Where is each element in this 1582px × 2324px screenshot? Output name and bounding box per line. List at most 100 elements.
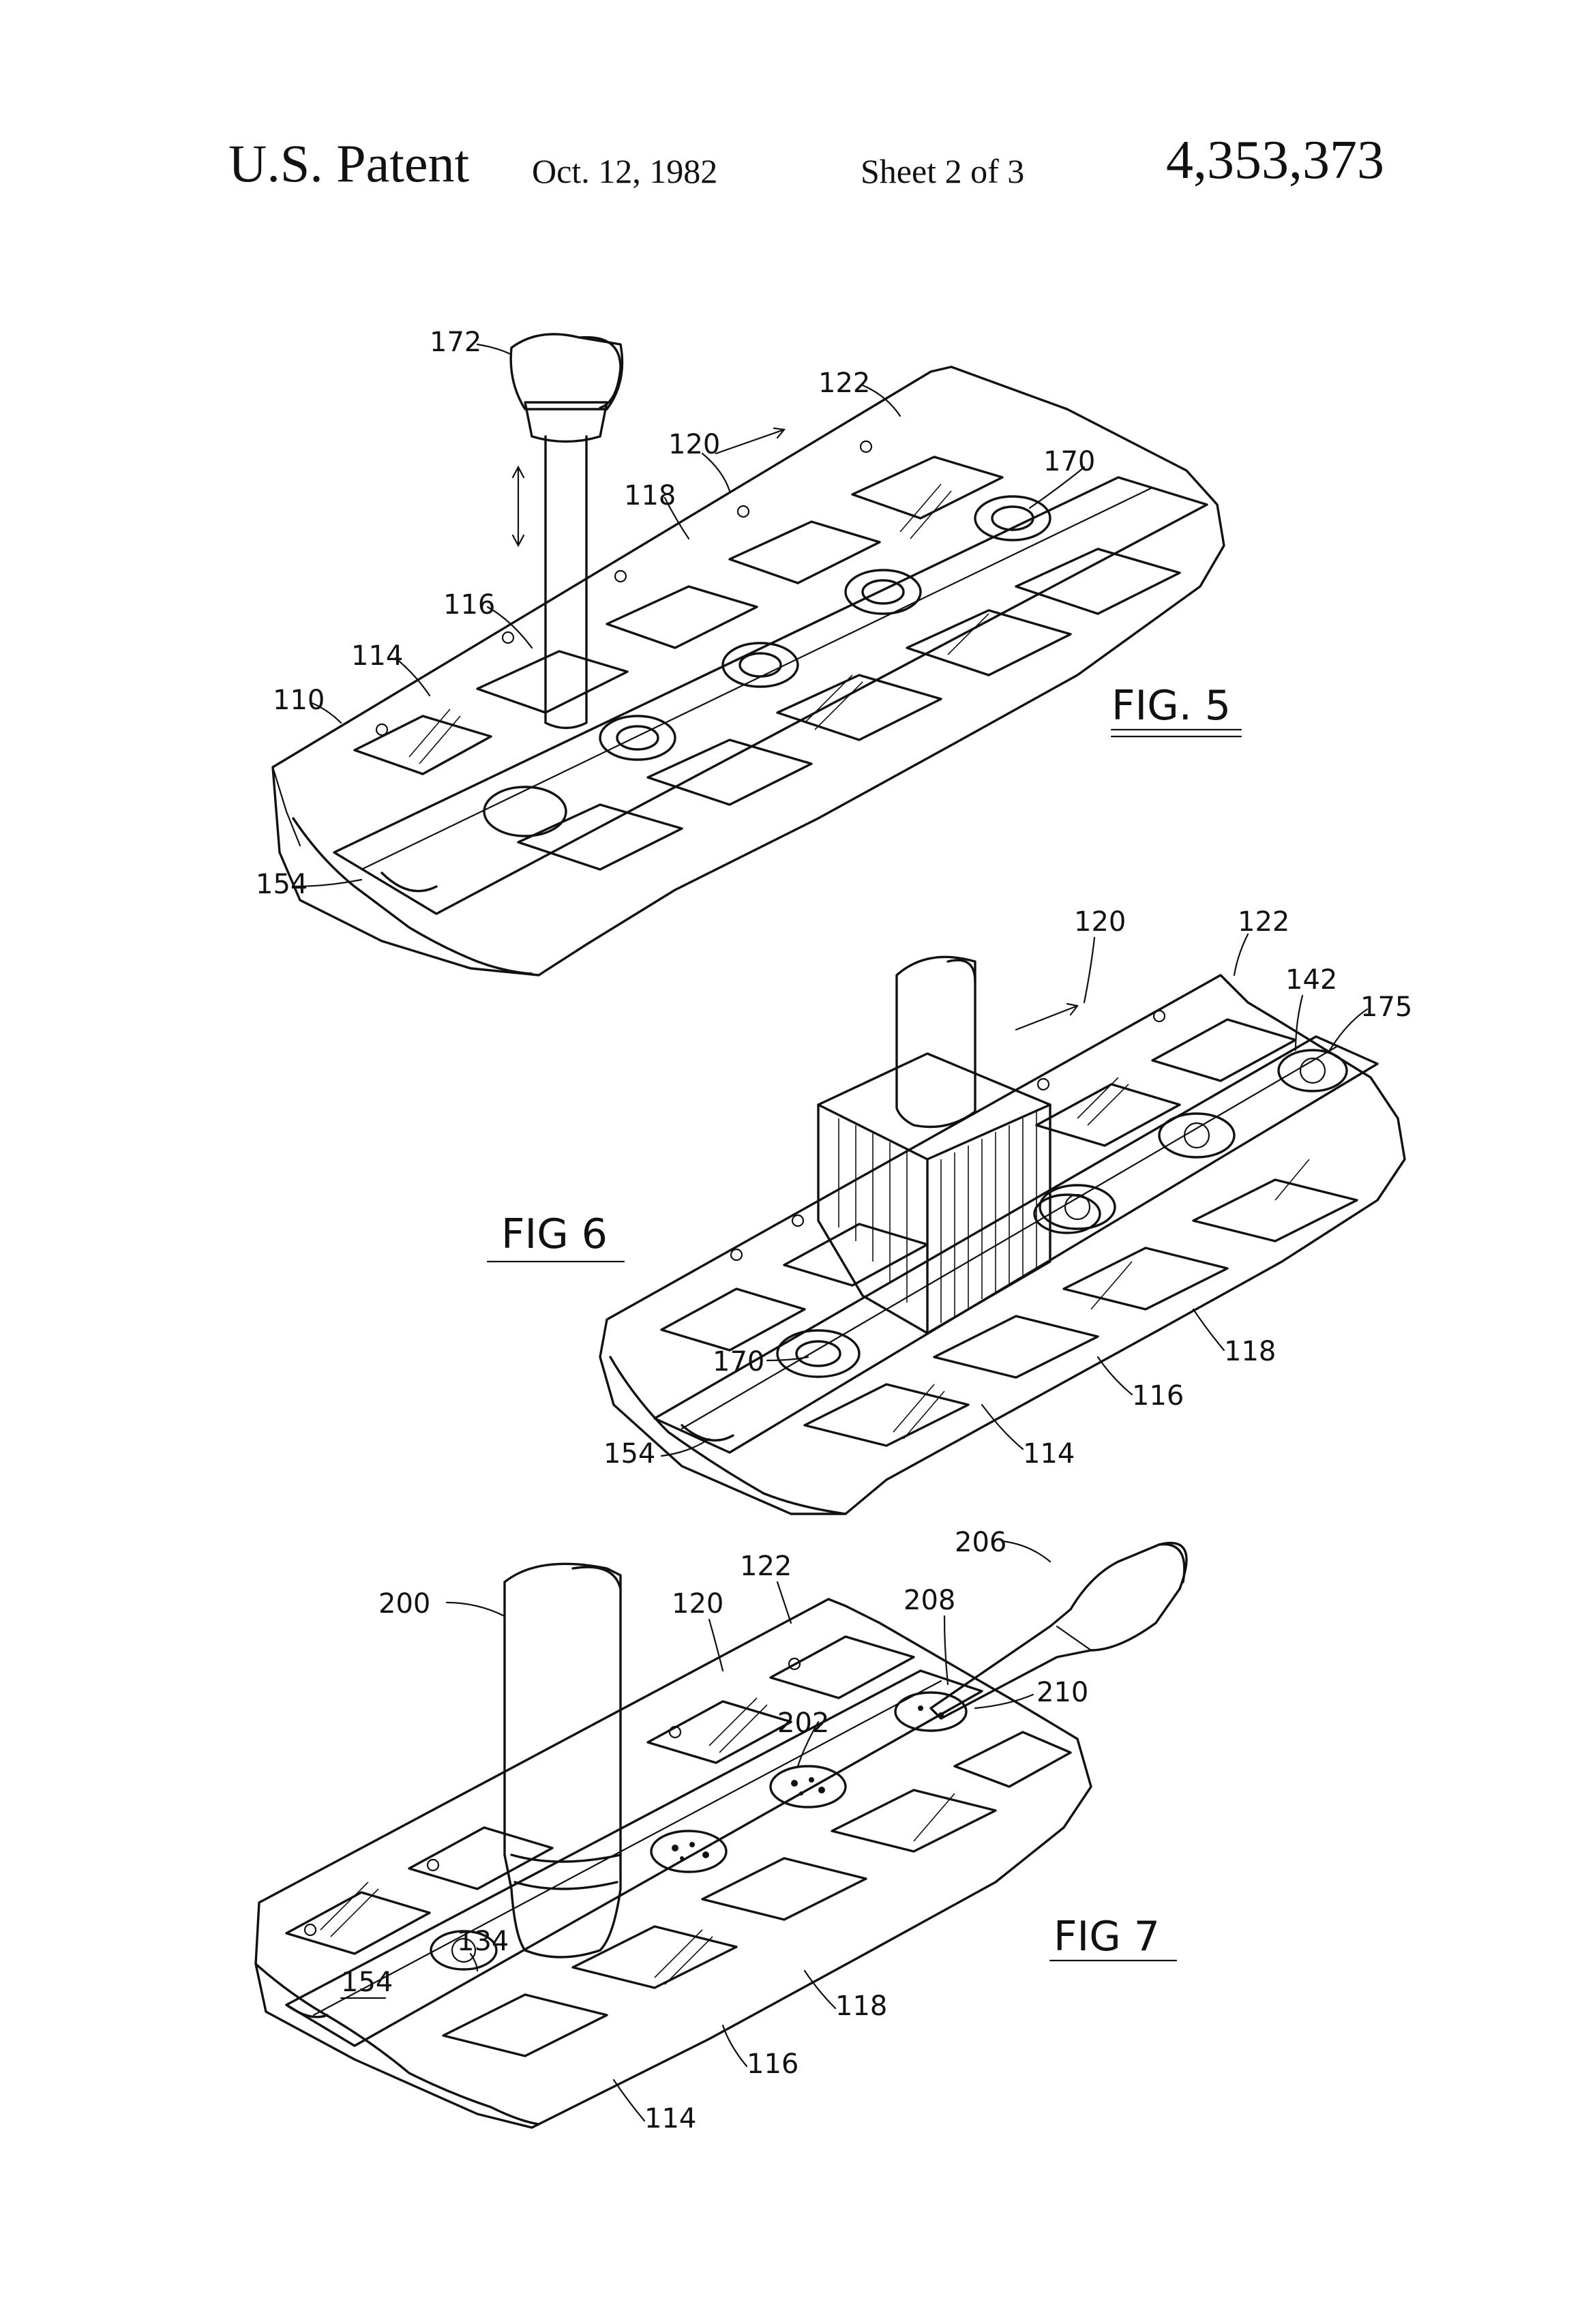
fig7-label-134: 134 — [457, 1926, 509, 1957]
fig7-dispenser — [929, 1541, 1188, 1720]
fig7-title: FIG 7 — [1054, 1913, 1160, 1961]
fig5-compartment — [476, 650, 629, 714]
fig5-notch — [380, 872, 438, 893]
fig6-label-120: 120 — [1074, 906, 1126, 938]
fig7-label-122: 122 — [740, 1551, 792, 1582]
figure-6: FIG 6 120 122 142 175 170 154 114 116 11… — [486, 906, 1412, 1515]
fig7-leaders — [445, 1540, 1051, 2122]
fig5-cup-inner — [738, 652, 782, 678]
fig5-plunger-rod — [544, 435, 588, 730]
fig7-label-200: 200 — [378, 1588, 430, 1620]
fig5-compartment — [606, 585, 758, 649]
fig7-compartment — [769, 1635, 915, 1699]
fig7-label-118: 118 — [835, 1991, 887, 2022]
fig5-label-116: 116 — [443, 589, 495, 621]
fig7-dispenser-ring — [1056, 1625, 1092, 1652]
fig6-filter — [1299, 1057, 1326, 1084]
fig5-tray-outline — [271, 366, 1225, 977]
fig6-label-170: 170 — [713, 1346, 764, 1377]
fig7-cup-sample — [769, 1765, 847, 1808]
fig6-cup — [776, 1329, 861, 1378]
fig5-compartment — [353, 715, 492, 775]
fig6-cup — [1158, 1112, 1236, 1159]
fig6-frayed-edge — [609, 1356, 847, 1515]
fig7-label-202: 202 — [777, 1708, 829, 1739]
fig5-title: FIG. 5 — [1111, 682, 1231, 730]
fig5-hole — [483, 786, 567, 837]
fig6-compartment — [1192, 1178, 1358, 1242]
fig5-direction-arrow — [715, 427, 786, 455]
fig7-pestle-cut — [571, 1566, 622, 1590]
fig7-cup-sample — [894, 1691, 968, 1732]
fig7-pestle — [503, 1562, 622, 1958]
fig6-block-edges — [817, 1103, 1051, 1335]
fig5-edge — [271, 766, 301, 847]
fig5-cup — [974, 495, 1051, 541]
figure-7: FIG 7 206 200 122 120 208 210 202 134 15… — [254, 1527, 1188, 2134]
fig6-label-116: 116 — [1132, 1380, 1184, 1412]
fig7-glare — [320, 1697, 955, 1985]
fig6-compartment — [1035, 1083, 1181, 1147]
fig6-rod — [895, 955, 976, 1129]
fig5-compartment — [1015, 548, 1181, 615]
fig6-label-154: 154 — [603, 1438, 655, 1470]
fig5-label-154: 154 — [256, 869, 308, 900]
fig6-compartment — [1062, 1247, 1229, 1311]
fig6-compartment — [1151, 1018, 1297, 1082]
fig6-label-114: 114 — [1023, 1438, 1075, 1470]
fig5-compartment — [728, 520, 881, 584]
fig7-dot-holes — [303, 1657, 801, 1937]
fig5-label-122: 122 — [818, 368, 870, 399]
fig7-label-206: 206 — [955, 1527, 1006, 1558]
fig6-rod-cut — [946, 959, 976, 983]
sheet-indicator: Sheet 2 of 3 — [861, 152, 1025, 190]
fig7-strip-line — [312, 1680, 942, 2016]
fig6-compartment — [660, 1287, 806, 1352]
fig5-compartment — [776, 674, 942, 741]
fig5-leaders — [292, 343, 1086, 888]
fig5-label-170: 170 — [1043, 446, 1095, 477]
fig7-compartment — [646, 1700, 792, 1764]
fig5-plunger-collar — [524, 401, 608, 443]
patent-title: U.S. Patent — [228, 134, 470, 193]
fig5-strip-line — [360, 486, 1154, 871]
fig7-compartment — [285, 1891, 431, 1955]
fig6-label-175: 175 — [1360, 992, 1412, 1023]
fig5-compartment — [851, 456, 1004, 520]
fig5-cup — [844, 569, 922, 615]
fig7-compartment — [408, 1826, 554, 1890]
fig7-label-114: 114 — [644, 2103, 696, 2134]
fig5-dot-holes — [375, 440, 873, 736]
fig7-frayed-edge — [254, 1963, 540, 2126]
fig7-label-116: 116 — [747, 2049, 799, 2080]
fig7-cup-sample — [650, 1830, 728, 1873]
fig6-tray-outline — [599, 974, 1406, 1515]
fig7-label-208: 208 — [904, 1585, 955, 1616]
fig5-frayed-edge — [292, 817, 533, 975]
patent-date: Oct. 12, 1982 — [532, 152, 718, 190]
fig5-label-114: 114 — [351, 640, 403, 672]
fig5-cup — [599, 715, 676, 761]
fig6-notch — [681, 1424, 734, 1442]
fig6-cup — [1039, 1184, 1116, 1230]
fig7-sample-speckle — [672, 1705, 944, 1860]
fig7-dispenser-cut — [1158, 1543, 1186, 1583]
fig6-label-142: 142 — [1285, 964, 1337, 996]
fig5-cup — [721, 642, 799, 688]
fig5-cup-inner — [616, 725, 659, 751]
fig5-plunger-head — [509, 333, 624, 411]
fig7-tray-outline — [254, 1598, 1092, 2129]
fig6-title: FIG 6 — [501, 1210, 608, 1258]
fig5-compartment — [646, 739, 813, 806]
fig6-compartment — [933, 1315, 1099, 1379]
fig7-compartment — [953, 1731, 1072, 1788]
fig7-label-120: 120 — [672, 1588, 723, 1620]
fig7-cup-filter — [430, 1930, 498, 1971]
fig5-compartment — [906, 609, 1072, 676]
fig7-filter-inner — [451, 1937, 477, 1963]
fig5-label-110: 110 — [273, 685, 325, 716]
fig7-compartment — [701, 1857, 867, 1921]
fig6-cup-inner — [795, 1340, 841, 1367]
fig6-block-shading — [838, 1112, 1037, 1323]
fig5-glare — [408, 483, 989, 764]
